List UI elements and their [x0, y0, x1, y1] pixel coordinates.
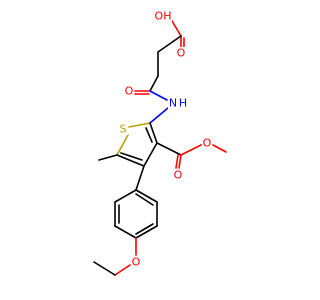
atom-label-amide-o: O: [125, 85, 134, 98]
atom-label-acid-o: O: [177, 47, 186, 60]
bond-ester-co: [180, 144, 202, 156]
bond-ph-61: [135, 189, 158, 203]
atom-label-s: S: [120, 123, 127, 136]
bond-acid-oh: [171, 20, 182, 37]
bond-ph-12: [114, 189, 137, 203]
bond-et-ch3: [93, 261, 116, 276]
atom-label-ester-carbonyl-o: O: [174, 169, 183, 182]
atom-label-background: [202, 137, 212, 149]
atom-label-oh: OH: [155, 10, 172, 23]
atom-label-background: [168, 97, 184, 109]
atom-label-background: [173, 169, 183, 181]
bond-ester-c: [156, 142, 182, 156]
atom-label-h: H: [179, 97, 187, 110]
bond-o-et: [114, 264, 131, 276]
bond-ph-45: [135, 225, 158, 239]
bond-th-c3-c2-double: [145, 127, 153, 143]
atom-label-n: N: [169, 97, 177, 110]
atom-label-background: [176, 47, 186, 59]
bond-ph-45-double: [135, 223, 154, 235]
bond-ph-34: [114, 225, 137, 239]
bond-ester-ome: [212, 144, 227, 153]
bond-th-c5-c4: [116, 154, 145, 167]
atom-label-ester-o: O: [203, 137, 212, 150]
bond-methyl: [98, 154, 118, 161]
atom-label-background: [131, 256, 141, 268]
bond-th-phenyl: [135, 165, 145, 191]
bond-th-c3-c2: [149, 122, 158, 144]
bond-acid-ch2: [157, 35, 182, 53]
bond-th-c4-c3: [143, 142, 158, 167]
bond-ph-61-double: [135, 193, 154, 206]
bond-ester-co-1: [178, 154, 182, 169]
bond-amide-cn: [149, 90, 168, 101]
bond-n-thiophene: [149, 107, 169, 124]
atom-label-ether-o: O: [132, 256, 141, 269]
atom-label-background: [118, 123, 128, 135]
atom-label-background: [124, 85, 134, 97]
bond-ester-co-2: [175, 154, 179, 169]
bond-ch2-amide: [149, 75, 159, 92]
atom-label-background: [154, 10, 172, 22]
bond-th-c5-c4-double: [120, 152, 143, 161]
bond-th-s-c5: [116, 134, 129, 156]
bond-th-c2-s: [128, 122, 151, 128]
